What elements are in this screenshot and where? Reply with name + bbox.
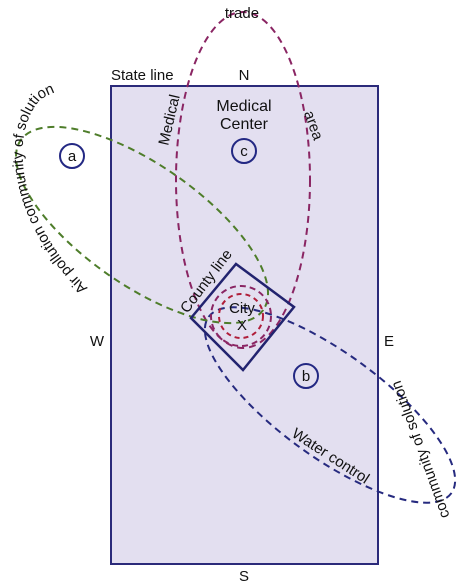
compass-west: W (90, 333, 105, 350)
city-inner-ring (218, 293, 264, 339)
marker-c-circle (231, 138, 257, 164)
marker-a-label: a (68, 148, 77, 165)
marker-b-circle (293, 363, 319, 389)
medical-center-line2: Center (220, 116, 269, 133)
marker-c-label: c (240, 143, 248, 160)
state-boundary (110, 85, 379, 565)
city-label: City (229, 300, 255, 317)
compass-east: E (384, 333, 394, 350)
county-line-boundary (189, 262, 296, 372)
compass-north: N (239, 67, 250, 84)
air-pollution-label: Air pollution community of solution (10, 80, 91, 297)
city-mark: X (237, 317, 247, 334)
marker-b-label: b (302, 368, 310, 385)
city-outer-ring (210, 285, 272, 347)
water-community-label: community of solution (388, 378, 454, 520)
water-control-ellipse (203, 306, 457, 504)
state-line-label: State line (111, 67, 174, 84)
compass-south: S (239, 568, 249, 585)
medical-center-line1: Medical (216, 98, 271, 115)
trade-label: trade (225, 5, 259, 22)
marker-a-circle (59, 143, 85, 169)
medical-trade-area-ellipse (175, 11, 311, 349)
air-pollution-ellipse (14, 125, 270, 325)
